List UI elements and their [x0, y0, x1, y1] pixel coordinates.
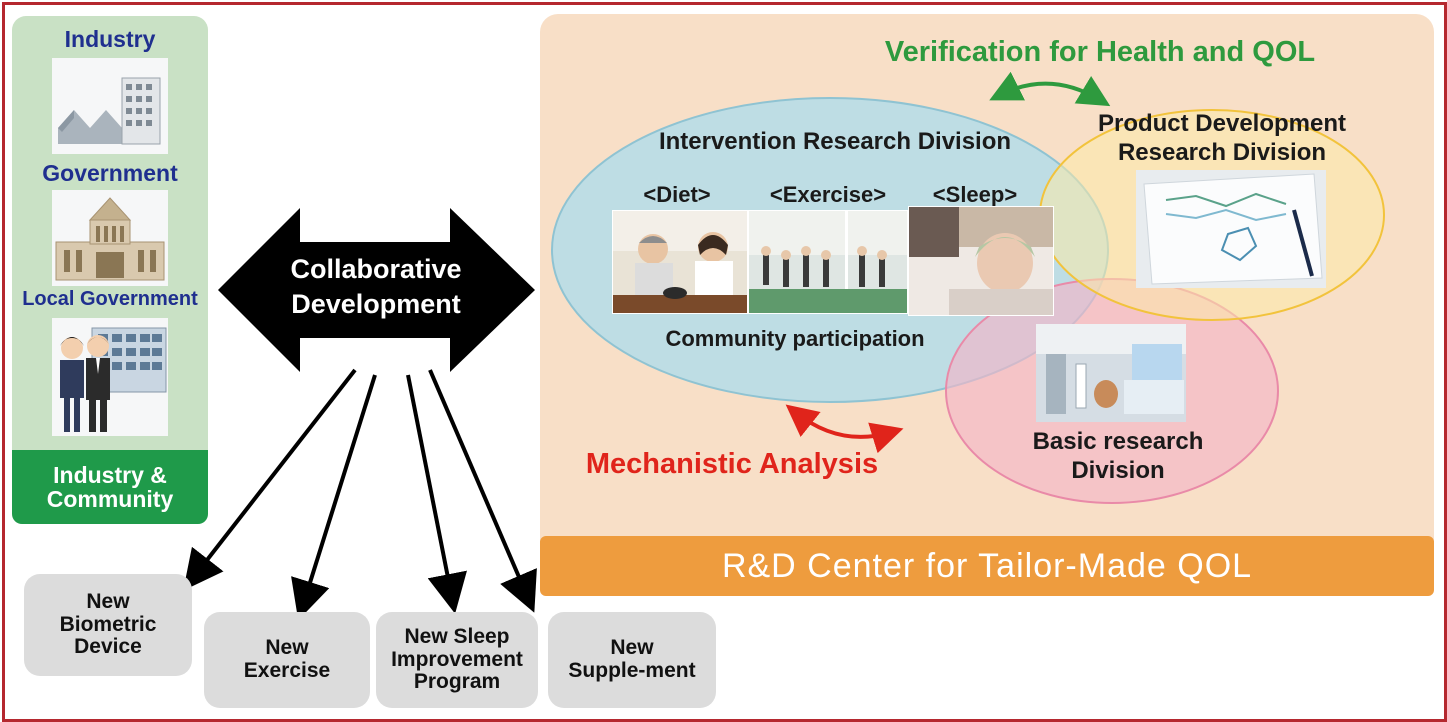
intervention-division-title: Intervention Research Division [658, 128, 1012, 155]
rd-center-title: R&D Center for Tailor-Made QOL [540, 536, 1434, 596]
product-photo [1136, 170, 1326, 288]
output-supplement: New Supple-ment [548, 612, 716, 708]
arrow-to-biometric [183, 368, 357, 591]
verification-arrow [989, 71, 1111, 107]
arrow-to-exercise [291, 374, 377, 621]
collaborative-development-label: Collaborative Development [290, 254, 462, 320]
sleep-photo [908, 206, 1054, 316]
officials-building-icon [52, 318, 168, 436]
exercise-photo [748, 210, 908, 314]
arrow-to-sleep-program [406, 374, 467, 614]
sector-label-industry: Industry [64, 26, 156, 52]
sector-label-government: Government [42, 160, 178, 186]
industry-community-label: Industry & Community [12, 450, 208, 524]
diet-photo [612, 210, 748, 314]
output-new-exercise: New Exercise [204, 612, 370, 708]
category-diet: <Diet> [643, 182, 711, 207]
basic-division-title: Basic research Division [1032, 428, 1204, 484]
parliament-building-icon [52, 190, 168, 286]
arrow-to-supplement [428, 369, 537, 613]
verification-label: Verification for Health and QOL [884, 36, 1316, 68]
product-division-title: Product Development Research Division [1097, 110, 1347, 166]
collaborative-double-arrow [218, 208, 535, 372]
output-sleep-program: New Sleep Improvement Program [376, 612, 538, 708]
sector-label-local-government: Local Government [22, 288, 198, 310]
output-biometric-device: New Biometric Device [24, 574, 192, 676]
basic-research-photo [1036, 324, 1186, 422]
category-exercise: <Exercise> [769, 182, 887, 207]
factory-icon [52, 58, 168, 154]
category-sleep: <Sleep> [932, 182, 1018, 207]
mechanistic-label: Mechanistic Analysis [585, 448, 879, 480]
mechanistic-arrow [785, 404, 904, 454]
community-participation-label: Community participation [665, 326, 925, 351]
